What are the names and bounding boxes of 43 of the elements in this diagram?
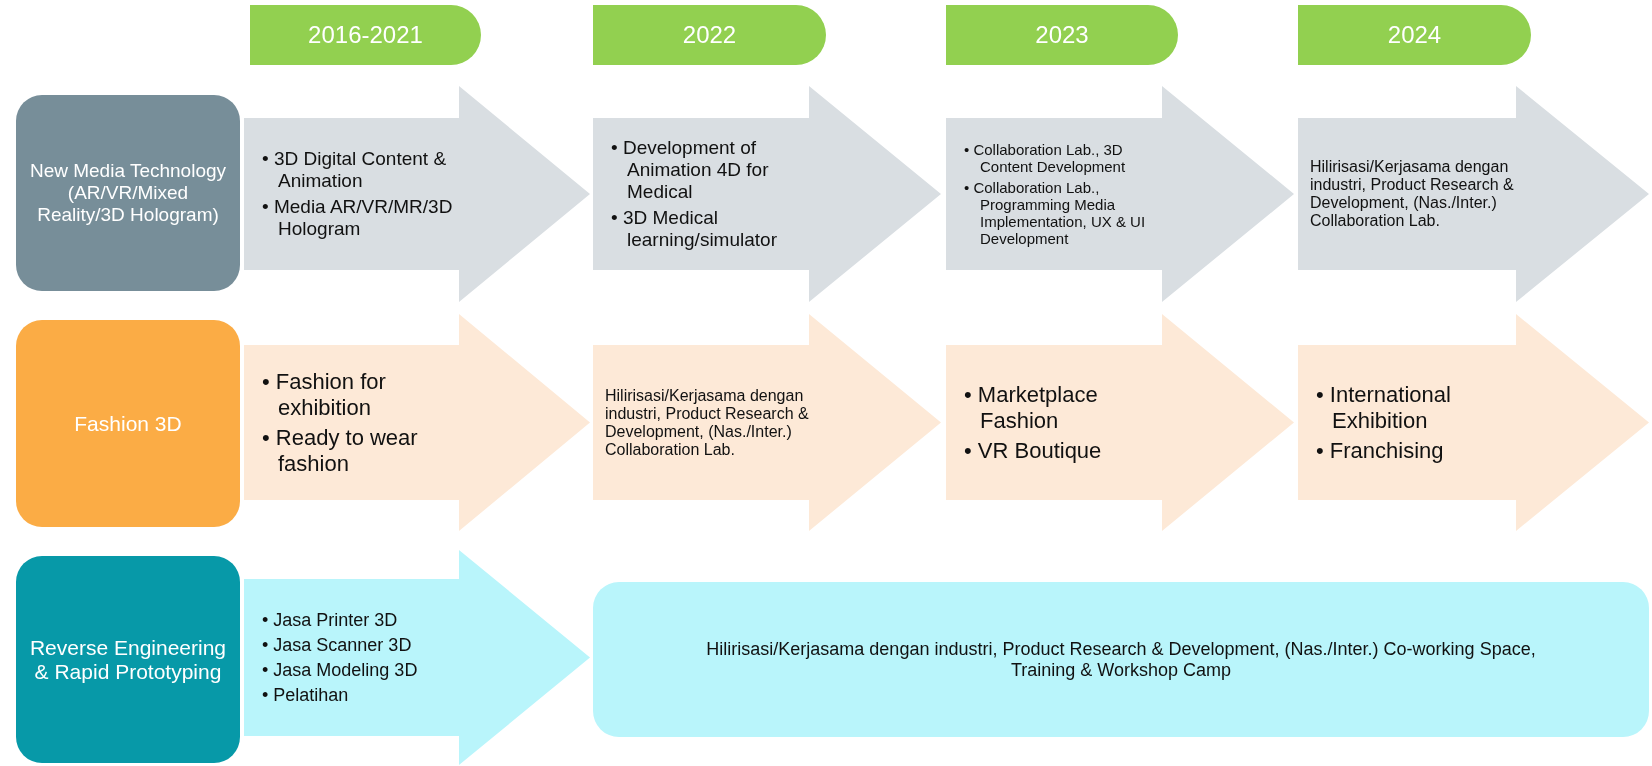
arrow-shape bbox=[946, 86, 1294, 302]
category-box bbox=[16, 320, 240, 527]
year-label: 2022 bbox=[682, 21, 737, 49]
bullet-item: • International Exhibition bbox=[1315, 381, 1452, 434]
bullet-item: • Collaboration Lab., Programming Media Implementation, UX & UI Development bbox=[963, 179, 1147, 247]
year-tab bbox=[1298, 5, 1531, 65]
rounded-box bbox=[593, 582, 1649, 737]
description-text: Hilirisasi/Kerjasama dengan industri, Product Research & Development, (Nas./Inter.) Collaboration Lab. bbox=[605, 386, 810, 459]
year-label: 2023 bbox=[1035, 21, 1089, 49]
bullet-item: • Franchising bbox=[1315, 437, 1445, 464]
bullet-item: • Ready to wear fashion bbox=[261, 424, 419, 477]
arrow-shape bbox=[946, 314, 1294, 531]
arrow-shape bbox=[244, 314, 590, 531]
category-box bbox=[16, 95, 240, 291]
bullet-item: • Development of Animation 4D for Medical bbox=[610, 137, 770, 203]
description-text: Hilirisasi/Kerjasama dengan industri, Product Research & Development, (Nas./Inter.) Collaboration Lab. bbox=[1310, 158, 1515, 230]
category-label: Reverse Engineering & Rapid Prototyping bbox=[28, 635, 228, 684]
bullet-item: • Jasa Modeling 3D bbox=[261, 659, 419, 681]
arrow-shape bbox=[593, 86, 941, 302]
bullet-item: • Collaboration Lab., 3D Content Development bbox=[963, 141, 1127, 175]
bullet-item: • Jasa Printer 3D bbox=[261, 609, 399, 631]
year-label: 2024 bbox=[1387, 21, 1442, 49]
category-box bbox=[16, 556, 240, 763]
bullet-item: • Marketplace Fashion bbox=[963, 381, 1099, 434]
arrow-shape bbox=[244, 550, 590, 765]
category-label: New Media Technology (AR/VR/Mixed Reality/3D Hologram) bbox=[28, 160, 228, 226]
arrow-shape bbox=[593, 314, 941, 531]
bullet-item: • 3D Digital Content & Animation bbox=[261, 148, 448, 192]
description-text: Hilirisasi/Kerjasama dengan industri, Product Research & Development, (Nas./Inter.) Co-working Space, Training & Workshop Camp bbox=[705, 638, 1537, 681]
year-tab bbox=[946, 5, 1178, 65]
bullet-item: • VR Boutique bbox=[963, 437, 1103, 464]
year-tab bbox=[250, 5, 481, 65]
bullet-item: • Media AR/VR/MR/3D Hologram bbox=[261, 196, 454, 240]
arrow-shape bbox=[1298, 86, 1649, 302]
bullet-item: • Jasa Scanner 3D bbox=[261, 634, 413, 656]
bullet-item: • Pelatihan bbox=[261, 684, 350, 706]
bullet-item: • Fashion for exhibition bbox=[261, 368, 387, 421]
year-tab bbox=[593, 5, 826, 65]
arrow-shape bbox=[1298, 314, 1649, 531]
category-label: Fashion 3D bbox=[74, 411, 182, 436]
year-label: 2016-2021 bbox=[308, 21, 423, 49]
arrow-shape bbox=[244, 86, 590, 302]
bullet-item: • 3D Medical learning/simulator bbox=[610, 207, 778, 251]
